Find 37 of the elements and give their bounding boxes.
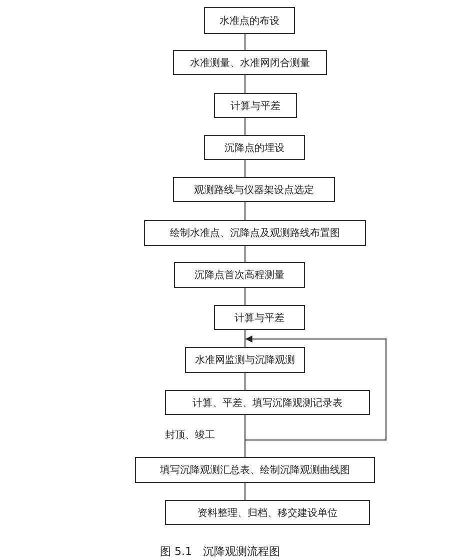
- process-box: [135, 457, 375, 483]
- process-box: [204, 7, 295, 34]
- process-box: [214, 93, 297, 118]
- arrow: [244, 336, 386, 440]
- step-text: 计算、平差、填写沉降观测记录表: [192, 396, 342, 410]
- connector-line: [244, 482, 246, 500]
- process-box: [174, 262, 305, 288]
- process-box: [214, 305, 305, 330]
- connector-line: [244, 34, 246, 50]
- step-text: 水准网监测与沉降观测: [195, 354, 295, 367]
- connector-line: [244, 330, 246, 348]
- step-text: 水准测量、水准网闭合测量: [190, 56, 310, 70]
- process-box: [165, 390, 370, 415]
- connector-line: [244, 246, 246, 262]
- process-box: [185, 347, 305, 373]
- process-box: [173, 177, 335, 202]
- step-text: 沉降点的埋设: [224, 142, 284, 154]
- process-box: [165, 500, 370, 525]
- process-box: [173, 50, 327, 75]
- connector-line: [244, 202, 246, 220]
- figure-caption: 图 5.1 沉降观测流程图: [160, 544, 280, 559]
- step-text: 沉降点首次高程测量: [194, 268, 284, 282]
- step-text: 填写沉降观测汇总表、绘制沉降观测曲线图: [160, 464, 350, 477]
- connector-line: [244, 118, 246, 136]
- step-text: 水准点的布设: [220, 14, 280, 28]
- connector-line: [244, 288, 246, 306]
- step-text: 资料整理、归档、移交建设单位: [198, 506, 338, 520]
- process-box: [144, 220, 366, 246]
- step-text: 观测路线与仪器架设点选定: [194, 184, 314, 196]
- condition-label: 封顶、竣工: [165, 428, 215, 442]
- step-text: 计算与平差: [234, 312, 284, 324]
- step-text: 绘制水准点、沉降点及观测路线布置图: [170, 226, 340, 240]
- connector-line: [244, 160, 246, 178]
- connector-line: [244, 372, 246, 390]
- process-box: [204, 135, 305, 160]
- step-text: 计算与平差: [230, 100, 280, 112]
- connector-line: [244, 74, 246, 94]
